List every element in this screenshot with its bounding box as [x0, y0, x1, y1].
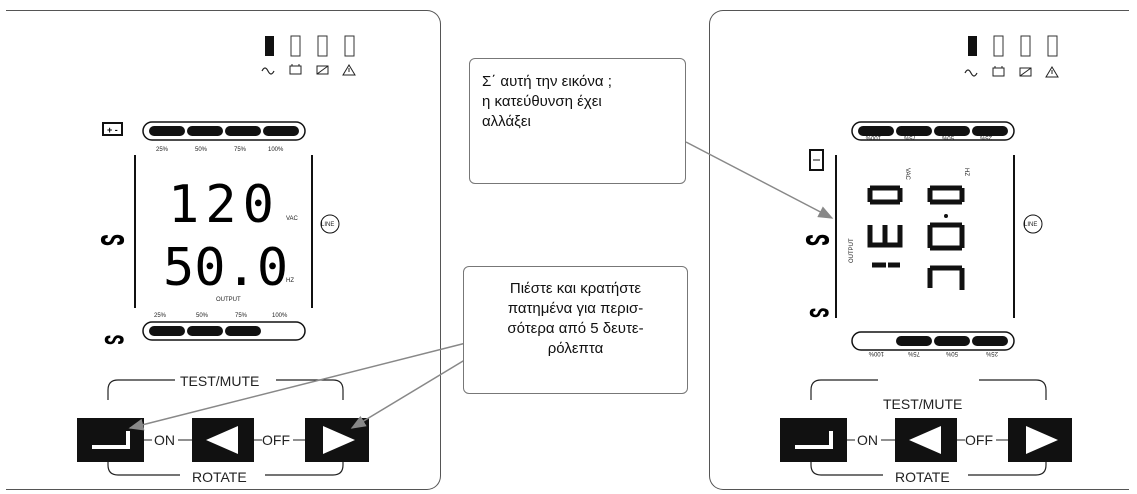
svg-text:VAC: VAC: [286, 216, 299, 222]
callout-line: σότερα από 5 δευτε-: [507, 320, 644, 337]
line-icon: [1023, 214, 1043, 234]
button-panel-right: TEST/MUTE ROTATE ON OFF: [810, 379, 1047, 485]
svg-text:25%: 25%: [985, 350, 998, 356]
callout-line: πατημένα για περισ-: [507, 300, 644, 317]
enter-button[interactable]: [780, 418, 847, 462]
svg-text:ON: ON: [857, 432, 878, 448]
svg-text:100%: 100%: [868, 350, 884, 356]
svg-text:OFF: OFF: [262, 432, 290, 448]
status-indicators-left: [261, 35, 356, 76]
svg-text:75%: 75%: [903, 134, 916, 140]
svg-text:OFF: OFF: [965, 432, 993, 448]
ac-line-icon: [261, 67, 275, 75]
enter-button[interactable]: [77, 418, 144, 462]
load-icon: ᔕ: [104, 328, 124, 349]
ac-line-icon: [964, 69, 978, 77]
warning-icon: [1045, 66, 1059, 78]
svg-text:TEST/MUTE: TEST/MUTE: [180, 373, 259, 389]
svg-text:75%: 75%: [234, 147, 247, 153]
fan-icon: ᔕ: [805, 226, 830, 251]
left-arrow-button[interactable]: [895, 418, 957, 462]
svg-text:TEST/MUTE: TEST/MUTE: [883, 396, 962, 412]
svg-text:50%: 50%: [941, 134, 954, 140]
svg-text:LINE: LINE: [1024, 222, 1037, 228]
svg-text:LINE: LINE: [321, 222, 334, 228]
battery-icon: [289, 64, 302, 75]
line-icon: [320, 214, 340, 234]
svg-text:50%: 50%: [196, 313, 209, 319]
battery-icon: [992, 66, 1005, 77]
right-front-panel: [709, 10, 1129, 490]
svg-text:+ -: + -: [107, 125, 118, 135]
svg-text:ROTATE: ROTATE: [895, 469, 950, 485]
svg-text:ROTATE: ROTATE: [192, 469, 247, 485]
svg-text:ON: ON: [154, 432, 175, 448]
svg-text:100%: 100%: [272, 313, 288, 319]
status-indicators-right: [964, 35, 1059, 78]
callout-line: η κατεύθυνση έχει: [482, 93, 602, 110]
svg-text:25%: 25%: [156, 147, 169, 153]
svg-text:OUTPUT: OUTPUT: [849, 238, 855, 263]
svg-text:HZ: HZ: [286, 278, 294, 284]
bypass-icon: [316, 65, 329, 75]
svg-text:75%: 75%: [235, 313, 248, 319]
display-value-1: 120: [168, 175, 280, 235]
callout-leaders: [128, 141, 834, 431]
svg-text:VAC: VAC: [904, 168, 910, 181]
warning-icon: [342, 64, 356, 76]
svg-text:25%: 25%: [154, 313, 167, 319]
rotated-digits: [867, 185, 965, 290]
svg-text:100%: 100%: [865, 134, 881, 140]
svg-text:OUTPUT: OUTPUT: [216, 297, 241, 303]
bypass-icon: [1019, 67, 1032, 77]
callout-hold-note: Πιέστε και κρατήστε πατημένα για περισ- …: [463, 266, 688, 394]
right-arrow-button[interactable]: [305, 418, 369, 462]
svg-text:50%: 50%: [195, 147, 208, 153]
svg-text:HZ: HZ: [963, 168, 969, 176]
left-front-panel: [6, 10, 441, 490]
svg-text:25%: 25%: [979, 134, 992, 140]
svg-text:75%: 75%: [907, 350, 920, 356]
lcd-display-left: + - 25% 50% 75% 100% ᔕ 120 VAC 50.0 HZ O…: [100, 121, 340, 349]
callout-rotate-note: Σ΄ αυτή την εικόνα ; η κατεύθυνση έχει α…: [469, 58, 686, 184]
button-panel-left: TEST/MUTE ROTATE ON OFF: [107, 373, 344, 485]
battery-icon: [809, 149, 824, 171]
lcd-display-right: 25% 50% 75% 100% VAC HZ OUTPUT ᔕ ᔕ LINE: [805, 121, 1043, 356]
svg-text:50%: 50%: [945, 350, 958, 356]
callout-line: αλλάξει: [482, 113, 531, 130]
callout-line: Σ΄ αυτή την εικόνα ;: [482, 73, 612, 90]
fan-icon: ᔕ: [100, 226, 125, 251]
callout-line: ρόλεπτα: [547, 340, 604, 357]
callout-line: Πιέστε και κρατήστε: [509, 280, 642, 297]
svg-text:100%: 100%: [268, 147, 284, 153]
display-value-2: 50.0: [163, 238, 288, 298]
battery-icon: + -: [102, 122, 123, 136]
left-arrow-button[interactable]: [192, 418, 254, 462]
right-arrow-button[interactable]: [1008, 418, 1072, 462]
load-icon: ᔕ: [809, 301, 829, 322]
